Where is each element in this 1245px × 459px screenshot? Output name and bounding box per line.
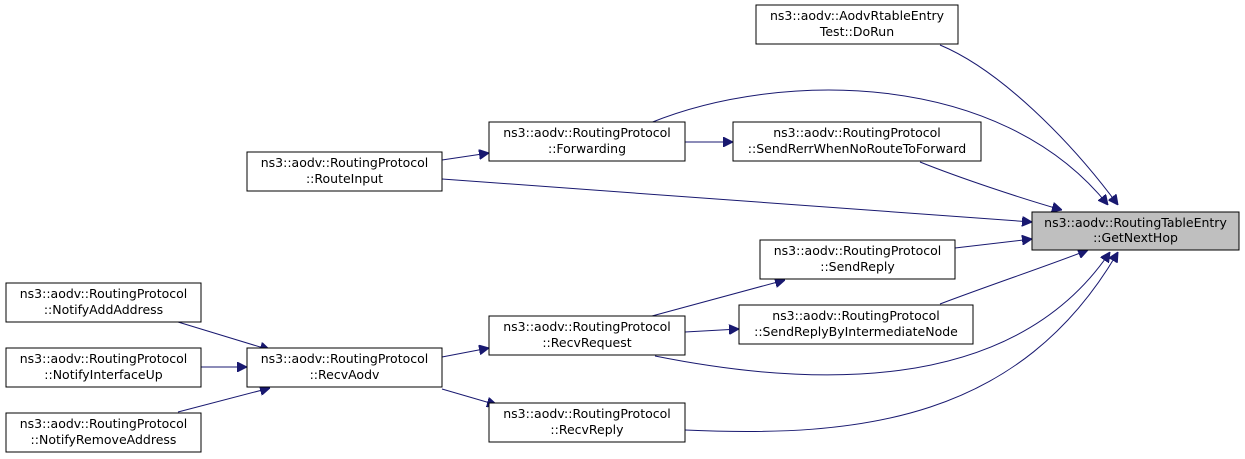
node-getnexthop[interactable]: ns3::aodv::RoutingTableEntry ::GetNextHo… bbox=[1031, 211, 1240, 251]
edge-recvaodv-recvrequest bbox=[441, 348, 489, 358]
edge-recvrequest-getnexthop bbox=[654, 252, 1110, 376]
node-label-line2: ::SendReply bbox=[820, 259, 895, 274]
node-notifyup[interactable]: ns3::aodv::RoutingProtocol ::NotifyInter… bbox=[5, 347, 202, 388]
node-label-line1: ns3::aodv::RoutingTableEntry bbox=[1044, 215, 1227, 230]
node-label-line1: ns3::aodv::RoutingProtocol bbox=[20, 416, 188, 431]
edge-recvrequest-sendreply bbox=[651, 280, 785, 317]
edge-notifyremove-recvaodv bbox=[177, 388, 270, 413]
node-notifyadd[interactable]: ns3::aodv::RoutingProtocol ::NotifyAddAd… bbox=[5, 282, 202, 323]
nodes: ns3::aodv::RoutingTableEntry ::GetNextHo… bbox=[5, 4, 1240, 453]
node-label-line2: ::NotifyInterfaceUp bbox=[44, 367, 162, 382]
node-label-line1: ns3::aodv::AodvRtableEntry bbox=[770, 8, 945, 23]
edge-recvreply-getnexthop bbox=[684, 252, 1118, 433]
node-label-line1: ns3::aodv::RoutingProtocol bbox=[261, 155, 429, 170]
node-label-line2: ::RecvAodv bbox=[310, 367, 380, 382]
node-recvaodv[interactable]: ns3::aodv::RoutingProtocol ::RecvAodv bbox=[246, 347, 443, 388]
node-routeinput[interactable]: ns3::aodv::RoutingProtocol ::RouteInput bbox=[246, 151, 443, 192]
node-label-line2: ::NotifyRemoveAddress bbox=[31, 432, 177, 447]
node-label-line2: ::NotifyAddAddress bbox=[44, 302, 163, 317]
node-label-line1: ns3::aodv::RoutingProtocol bbox=[261, 351, 429, 366]
node-label-line1: ns3::aodv::RoutingProtocol bbox=[503, 319, 671, 334]
node-label-line2: ::RecvRequest bbox=[542, 335, 631, 350]
node-label-line1: ns3::aodv::RoutingProtocol bbox=[20, 286, 188, 301]
node-label-line2: ::Forwarding bbox=[548, 141, 626, 156]
node-label-line2: ::SendRerrWhenNoRouteToForward bbox=[748, 141, 966, 156]
edge-notifyadd-recvaodv bbox=[177, 321, 270, 350]
node-forwarding[interactable]: ns3::aodv::RoutingProtocol ::Forwarding bbox=[488, 121, 686, 162]
edges bbox=[177, 44, 1118, 433]
node-label-line1: ns3::aodv::RoutingProtocol bbox=[774, 243, 942, 258]
node-dorun[interactable]: ns3::aodv::AodvRtableEntry Test::DoRun bbox=[755, 4, 959, 45]
edge-sendreply-getnexthop bbox=[954, 239, 1032, 249]
node-label-line1: ns3::aodv::RoutingProtocol bbox=[503, 406, 671, 421]
node-sendreplyinter[interactable]: ns3::aodv::RoutingProtocol ::SendReplyBy… bbox=[738, 304, 974, 345]
node-sendreply[interactable]: ns3::aodv::RoutingProtocol ::SendReply bbox=[759, 239, 956, 280]
node-label-line1: ns3::aodv::RoutingProtocol bbox=[503, 125, 671, 140]
node-label-line2: ::RouteInput bbox=[306, 171, 383, 186]
edge-sendreplyinter-getnexthop bbox=[939, 250, 1088, 305]
node-label-line2: ::RecvReply bbox=[550, 422, 624, 437]
node-notifyremove[interactable]: ns3::aodv::RoutingProtocol ::NotifyRemov… bbox=[5, 412, 202, 453]
edge-senderr-getnexthop bbox=[919, 161, 1062, 210]
edge-routeinput-getnexthop bbox=[441, 178, 1032, 222]
edge-forwarding-getnexthop bbox=[649, 89, 1108, 205]
node-label-line1: ns3::aodv::RoutingProtocol bbox=[20, 351, 188, 366]
node-senderr[interactable]: ns3::aodv::RoutingProtocol ::SendRerrWhe… bbox=[732, 121, 982, 162]
node-recvrequest[interactable]: ns3::aodv::RoutingProtocol ::RecvRequest bbox=[488, 315, 686, 356]
edge-recvrequest-sendreplyinter bbox=[684, 329, 739, 332]
node-label-line2: Test::DoRun bbox=[819, 24, 894, 39]
edge-recvaodv-recvreply bbox=[441, 388, 497, 405]
node-label-line1: ns3::aodv::RoutingProtocol bbox=[772, 308, 940, 323]
edge-dorun-getnexthop bbox=[939, 44, 1118, 205]
node-label-line2: ::GetNextHop bbox=[1093, 230, 1178, 245]
edge-routeinput-forwarding bbox=[441, 153, 489, 161]
node-recvreply[interactable]: ns3::aodv::RoutingProtocol ::RecvReply bbox=[488, 402, 686, 443]
node-label-line1: ns3::aodv::RoutingProtocol bbox=[773, 125, 941, 140]
node-label-line2: ::SendReplyByIntermediateNode bbox=[754, 324, 958, 339]
